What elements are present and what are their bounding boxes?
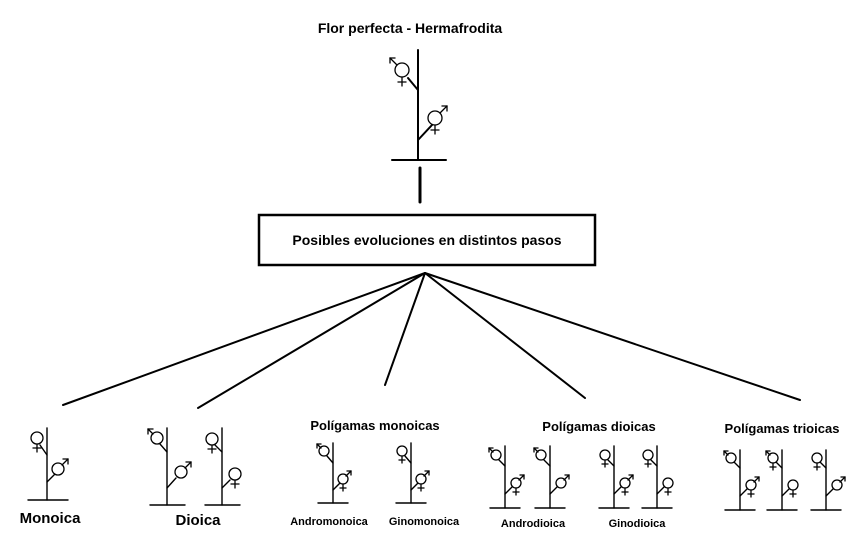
label-androdioica: Androdioica [501, 518, 566, 530]
female-symbol-icon [228, 467, 242, 489]
plant-trioica-3 [810, 449, 846, 511]
hermaphrodite-symbol-icon [619, 474, 634, 496]
label-andromonoica: Andromonoica [290, 516, 368, 528]
male-symbol-icon [51, 458, 69, 476]
male-symbol-icon [488, 447, 502, 461]
diagram-title: Flor perfecta - Hermafrodita [318, 20, 503, 36]
plant-ginodioica-2 [641, 445, 674, 509]
male-symbol-icon [831, 476, 846, 491]
female-symbol-icon [787, 479, 799, 498]
plant-ginodioica-1 [598, 445, 634, 509]
male-symbol-icon [316, 443, 330, 457]
hermaphrodite-symbol-icon [415, 470, 430, 492]
label-ginodioica: Ginodioica [609, 518, 667, 530]
female-symbol-icon [396, 445, 408, 464]
label-monoica: Monoica [20, 510, 81, 527]
hermaphrodite-symbol-icon [389, 57, 410, 87]
label-poligamas-monoicas: Polígamas monoicas [310, 418, 439, 433]
plant-ginomonoica [395, 442, 430, 504]
plant-trioica-2 [765, 449, 799, 511]
female-symbol-icon [205, 432, 219, 454]
hermaphrodite-symbol-icon [765, 450, 779, 471]
male-symbol-icon [723, 450, 737, 464]
hermaphrodite-symbol-icon [337, 470, 352, 492]
female-symbol-icon [642, 449, 654, 468]
male-symbol-icon [174, 461, 192, 479]
plant-androdioica-2 [533, 445, 570, 509]
plant-dioica-female [204, 427, 242, 506]
male-symbol-icon [533, 447, 547, 461]
evolution-branches [62, 272, 801, 409]
plant-dioica-male [147, 427, 192, 506]
label-dioica: Dioica [175, 512, 221, 529]
female-symbol-icon [811, 452, 823, 471]
female-symbol-icon [662, 477, 674, 496]
female-symbol-icon [30, 431, 44, 453]
evolution-box-label: Posibles evoluciones en distintos pasos [292, 232, 561, 248]
plant-monoica [27, 427, 69, 501]
female-symbol-icon [599, 449, 611, 468]
label-poligamas-trioicas: Polígamas trioicas [725, 421, 840, 436]
hermaphrodite-symbol-icon [510, 474, 525, 496]
plant-trioica-1 [723, 449, 760, 511]
label-poligamas-dioicas: Polígamas dioicas [542, 419, 655, 434]
male-symbol-icon [555, 474, 570, 489]
plant-andromonoica [316, 442, 352, 504]
evolution-box [257, 213, 597, 267]
plant-androdioica-1 [488, 445, 525, 509]
hermaphrodite-symbol-icon [745, 476, 760, 498]
male-symbol-icon [147, 428, 164, 445]
plant-hermaphrodite-top [389, 49, 448, 161]
label-ginomonoica: Ginomonoica [389, 516, 460, 528]
hermaphrodite-symbol-icon [427, 105, 448, 135]
